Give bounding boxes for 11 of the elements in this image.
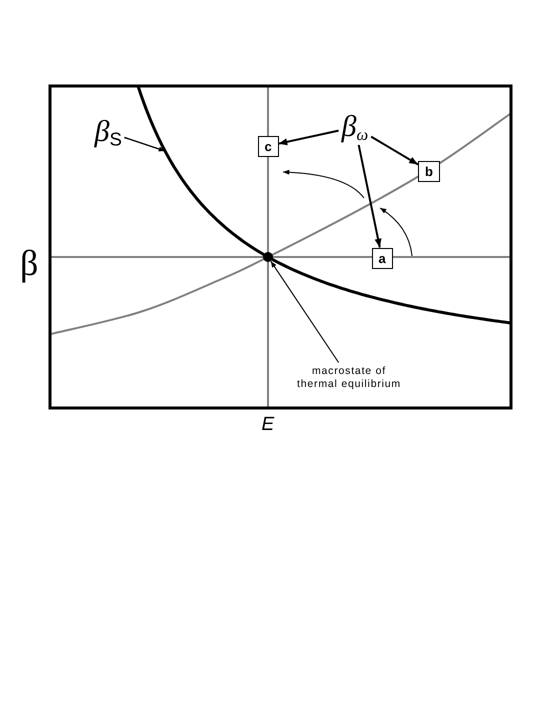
leader-arrow [270,260,340,363]
thick-curve [136,86,510,324]
leader-arrow [358,144,382,248]
axis-label: β [20,245,38,281]
symbol-label: β$_{S}$ [94,117,122,147]
leader-arrow [124,136,166,152]
leader-arrow [278,130,339,146]
annotation-text: macrostate of thermal equilibrium [297,365,401,391]
leader-arrow [370,136,419,166]
symbol-label: β$_{ω}$ [342,112,368,142]
axis-label: E [262,414,274,434]
